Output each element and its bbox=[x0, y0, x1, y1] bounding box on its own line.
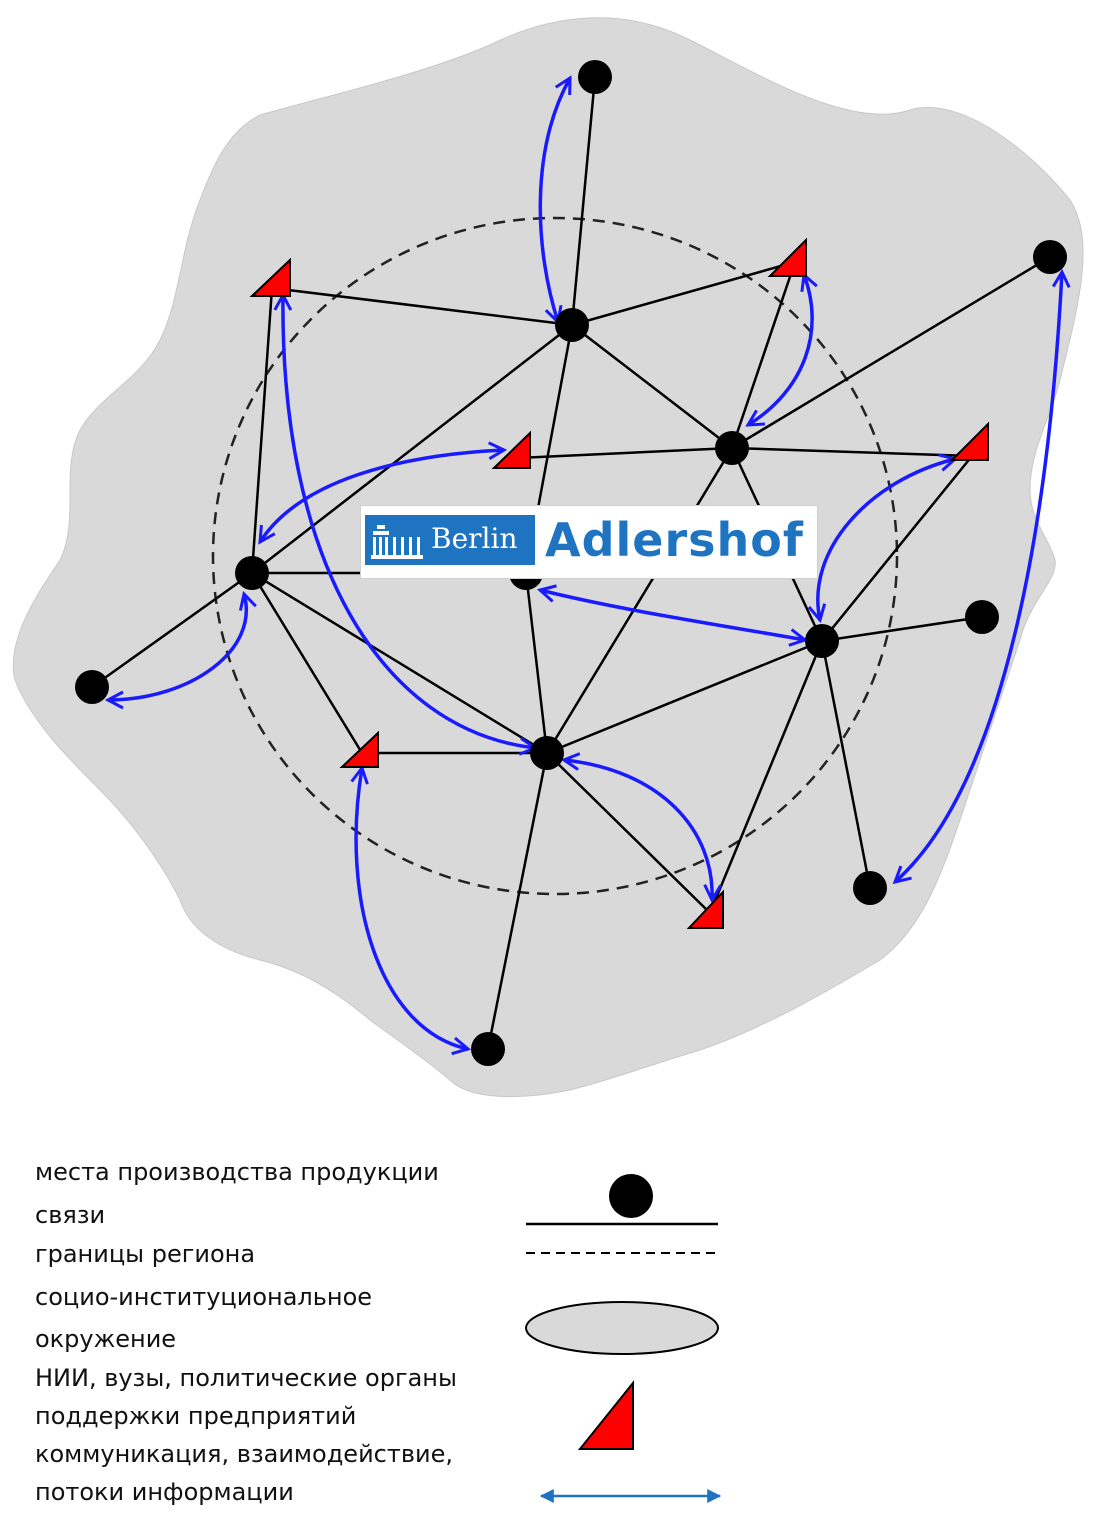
legend-label-line: НИИ, вузы, политические органы bbox=[35, 1364, 457, 1392]
logo-badge-text: Berlin bbox=[431, 522, 518, 555]
production-site-dot bbox=[965, 600, 999, 634]
production-site-dot bbox=[715, 431, 749, 465]
communication-arrow bbox=[538, 78, 570, 322]
legend-label-line: связи bbox=[35, 1201, 106, 1229]
logo-name: Adlershof bbox=[545, 513, 804, 567]
production-sites bbox=[75, 60, 1067, 1066]
institution-triangle bbox=[339, 730, 379, 768]
legend-label-line: социо-институциональное bbox=[35, 1283, 373, 1311]
brandenburg-gate-icon bbox=[371, 525, 423, 559]
production-site-dot bbox=[530, 736, 564, 770]
legend-label-line: места производства продукции bbox=[35, 1158, 439, 1186]
production-site-dot bbox=[471, 1032, 505, 1066]
legend-label-region-boundary: границы региона bbox=[35, 1238, 505, 1270]
legend-label-institutions: НИИ, вузы, политические органы поддержки… bbox=[35, 1362, 505, 1432]
production-site-dot bbox=[1033, 240, 1067, 274]
link bbox=[486, 752, 549, 1050]
link bbox=[546, 639, 823, 755]
communication-arrow bbox=[356, 768, 468, 1049]
communication-arrow bbox=[108, 594, 246, 700]
berlin-adlershof-logo: Berlin Adlershof bbox=[360, 505, 818, 579]
legend-label-line: коммуникация, взаимодействие, bbox=[35, 1440, 453, 1468]
link bbox=[570, 76, 597, 326]
communication-arrows bbox=[108, 78, 1062, 1049]
communication-arrow bbox=[748, 275, 812, 425]
legend-label-links: связи bbox=[35, 1199, 505, 1231]
communication-arrow bbox=[564, 760, 712, 900]
legend-symbols bbox=[525, 1174, 722, 1503]
legend-label-line: окружение bbox=[35, 1325, 177, 1353]
legend-label-line: потоки информации bbox=[35, 1478, 294, 1506]
legend-label-communication: коммуникация, взаимодействие, потоки инф… bbox=[35, 1438, 505, 1508]
production-site-dot bbox=[75, 670, 109, 704]
institution-triangle bbox=[767, 237, 807, 277]
legend-label-production-sites: места производства продукции bbox=[35, 1156, 505, 1188]
link bbox=[820, 640, 872, 889]
communication-arrow bbox=[540, 590, 805, 640]
legend-label-line: поддержки предприятий bbox=[35, 1402, 357, 1430]
legend-label-environment: социо-институциональное окружение bbox=[35, 1281, 505, 1355]
production-site-dot bbox=[235, 556, 269, 590]
institution-triangle bbox=[249, 257, 291, 297]
communication-arrow bbox=[895, 272, 1062, 882]
legend-dot-symbol bbox=[609, 1174, 653, 1218]
link bbox=[571, 324, 733, 449]
legend-label-line: границы региона bbox=[35, 1240, 256, 1268]
institutions bbox=[249, 237, 989, 929]
legend-ellipse-symbol bbox=[525, 1301, 719, 1355]
institution-triangle bbox=[686, 889, 724, 929]
logo-badge: Berlin bbox=[365, 515, 535, 565]
institution-triangle bbox=[491, 430, 531, 469]
production-site-dot bbox=[555, 308, 589, 342]
production-site-dot bbox=[853, 871, 887, 905]
communication-arrow bbox=[283, 295, 535, 748]
legend-triangle-symbol bbox=[577, 1380, 634, 1450]
production-site-dot bbox=[805, 624, 839, 658]
link bbox=[708, 640, 824, 914]
link bbox=[517, 446, 733, 460]
production-site-dot bbox=[578, 60, 612, 94]
institution-triangle bbox=[949, 421, 989, 461]
link bbox=[250, 287, 274, 574]
